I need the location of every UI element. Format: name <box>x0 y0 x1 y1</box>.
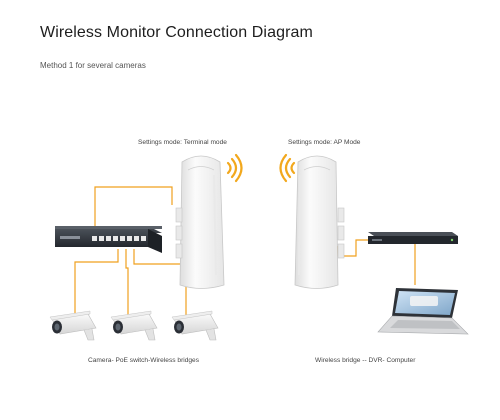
right-mode-caption: Settings mode: AP Mode <box>288 139 361 146</box>
cable-switch-to-camera-2 <box>125 249 129 318</box>
dvr-recorder-icon <box>368 232 458 244</box>
left-wireless-bridge <box>175 155 225 289</box>
cable-switch-to-camera-1 <box>74 249 119 318</box>
camera-2 <box>110 310 158 341</box>
laptop-icon <box>377 288 469 335</box>
diagram-title: Wireless Monitor Connection Diagram <box>40 24 313 41</box>
cable-switch-to-camera-3 <box>133 249 187 318</box>
right-wireless-bridge <box>294 155 345 289</box>
cable-lines <box>74 186 416 318</box>
diagram-subtitle: Method 1 for several cameras <box>40 61 146 70</box>
camera-1 <box>49 310 97 341</box>
poe-switch-icon <box>55 226 162 253</box>
left-mode-caption: Settings mode: Terminal mode <box>138 139 227 146</box>
wifi-signal-icon <box>279 153 296 183</box>
camera-3 <box>171 310 219 341</box>
right-bottom-caption: Wireless bridge -- DVR- Computer <box>315 357 416 364</box>
left-bottom-caption: Camera- PoE switch-Wireless bridges <box>88 357 200 364</box>
wifi-signal-icon <box>226 153 243 183</box>
cable-switch-to-bridge <box>94 186 173 233</box>
